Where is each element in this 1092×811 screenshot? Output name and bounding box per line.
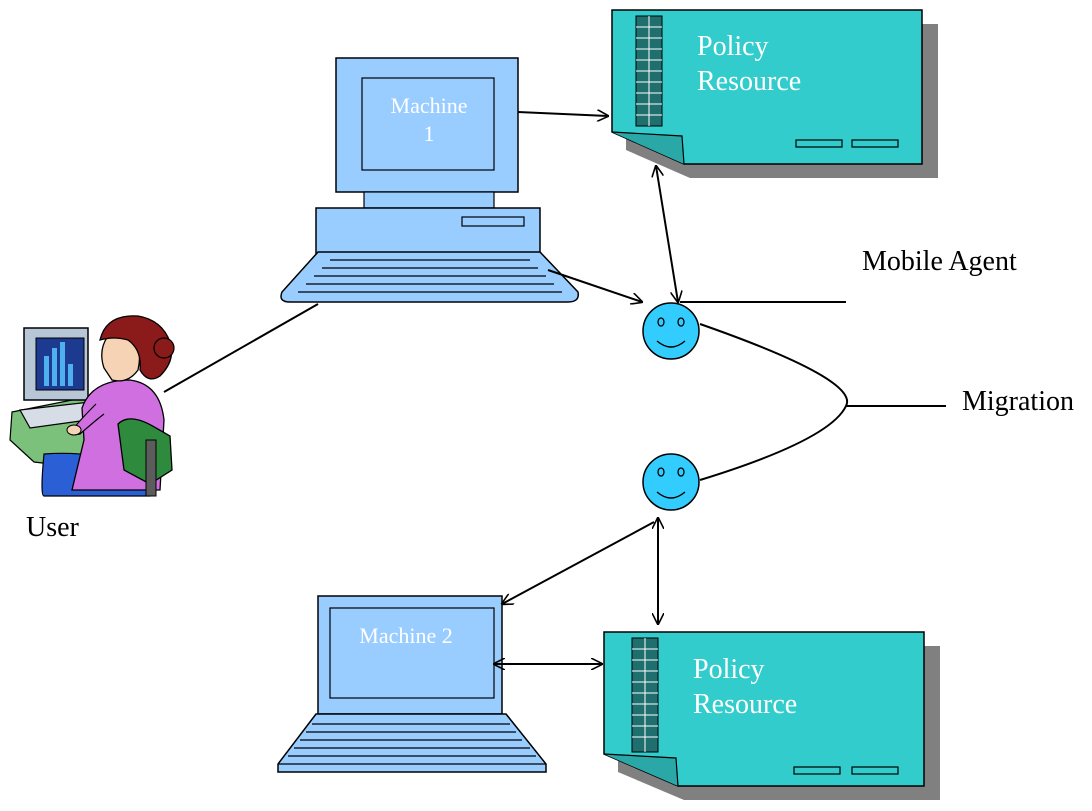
document-body bbox=[603, 631, 925, 787]
machine-2-label: Machine 2 bbox=[359, 623, 452, 648]
machine-1-number: 1 bbox=[424, 121, 435, 146]
document-fold bbox=[603, 753, 679, 787]
policy-label-bottom: Policy bbox=[693, 654, 765, 685]
keyboard-keys bbox=[298, 259, 562, 293]
mobile-agent-smiley-top bbox=[642, 302, 700, 360]
machine-2-laptop: Machine 2 bbox=[277, 595, 547, 773]
monitor-stand bbox=[363, 191, 495, 209]
screen-bar bbox=[68, 364, 73, 386]
laptop-screen bbox=[329, 607, 495, 699]
user-to-machine1-line bbox=[163, 303, 319, 393]
checklist-icon bbox=[635, 15, 663, 127]
document-body bbox=[611, 9, 923, 165]
arrow-policy-top-agent bbox=[656, 166, 678, 302]
arrow-machine1-to-policy bbox=[517, 112, 608, 116]
policy-resource-document-bottom: Policy Resource bbox=[603, 631, 940, 800]
laptop-keyboard bbox=[277, 713, 547, 773]
user-at-computer-illustration bbox=[9, 315, 175, 497]
user-hair bbox=[99, 315, 173, 380]
document-line bbox=[793, 766, 841, 775]
migration-label: Migration bbox=[962, 386, 1074, 417]
resource-label-bottom: Resource bbox=[693, 689, 797, 720]
chair-back bbox=[117, 418, 173, 485]
connectors bbox=[163, 112, 946, 664]
machine-1-desktop-computer: Machine 1 bbox=[280, 57, 580, 303]
document-fold bbox=[611, 131, 685, 165]
smiley-face-icon bbox=[642, 302, 700, 360]
laptop-keys bbox=[278, 723, 546, 765]
arrow-machine1-to-agent bbox=[547, 269, 642, 302]
keyboard bbox=[280, 251, 580, 303]
user-label: User bbox=[26, 512, 80, 543]
migration-path bbox=[699, 323, 849, 481]
checklist-icon bbox=[631, 637, 659, 753]
screen-bar bbox=[52, 348, 57, 386]
user-hand bbox=[66, 424, 82, 436]
hair-bun bbox=[153, 337, 175, 359]
mobile-agent-smiley-bottom bbox=[642, 453, 700, 511]
resource-label-top: Resource bbox=[697, 66, 801, 97]
screen-bar bbox=[60, 342, 65, 386]
mobile-agent-label: Mobile Agent bbox=[862, 246, 1017, 277]
monitor-screen bbox=[361, 77, 495, 171]
drive-slot bbox=[461, 216, 525, 227]
document-line bbox=[851, 766, 899, 775]
arrow-agent-to-machine2 bbox=[502, 521, 655, 604]
chair-post bbox=[145, 439, 157, 497]
policy-label-top: Policy bbox=[697, 31, 769, 62]
policy-resource-document-top: Policy Resource bbox=[611, 9, 938, 178]
document-line bbox=[851, 139, 899, 148]
screen-bar bbox=[44, 356, 49, 386]
machine-1-label: Machine bbox=[391, 93, 468, 118]
document-line bbox=[795, 139, 843, 148]
smiley-face-icon bbox=[642, 453, 700, 511]
